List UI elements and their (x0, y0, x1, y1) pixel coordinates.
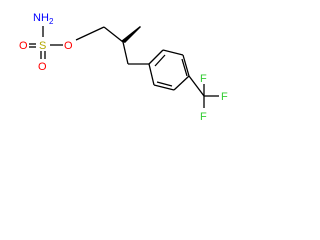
atom-nitrogen: N (33, 12, 41, 24)
atom-nitrogen-h: H (41, 12, 49, 24)
bond-methyl-wedge (121, 26, 141, 43)
chemical-structure: N H 2 S O O O F F F (19, 12, 228, 123)
ring-bond-2 (162, 49, 184, 56)
atom-oxygen-left: O (19, 40, 28, 52)
ring-inner-3 (156, 81, 173, 87)
bond-ch-ch2-benzyl (122, 41, 129, 65)
atom-fluorine-right: F (221, 91, 228, 103)
ring-bond-1 (148, 49, 164, 65)
atom-fluorine-bottom: F (200, 111, 207, 123)
bond-o-ch2 (75, 26, 105, 41)
bond-ch2-ch (103, 26, 124, 43)
bond-ring-cf3 (188, 75, 205, 97)
ring-bond-5 (153, 84, 175, 91)
atom-nitrogen-h-count: 2 (49, 17, 54, 26)
atom-labels: N H 2 S O O O F F F (19, 12, 228, 123)
ring-bond-4 (173, 75, 190, 91)
bonds (29, 26, 219, 108)
atom-sulfur: S (39, 40, 46, 52)
atom-fluorine-top: F (200, 73, 207, 85)
atom-oxygen-ester: O (64, 40, 73, 52)
ring-bond-3 (182, 54, 190, 77)
atom-oxygen-bottom: O (38, 61, 47, 73)
ring-inner-2 (181, 58, 188, 77)
ring-bond-6 (148, 63, 155, 86)
ring-inner-1 (154, 54, 166, 67)
